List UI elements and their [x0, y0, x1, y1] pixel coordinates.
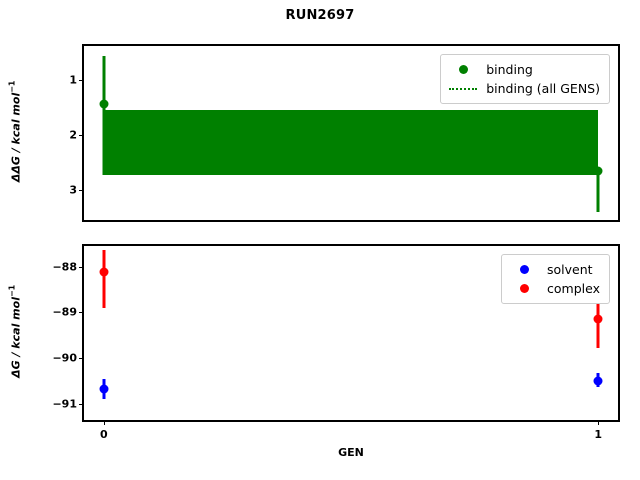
legend-item-complex[interactable]: complex — [509, 279, 600, 298]
data-point-binding — [99, 99, 109, 109]
legend-dotted-line-icon — [448, 87, 478, 90]
data-point-complex — [593, 314, 603, 324]
y-tick-label: −89 — [52, 305, 77, 319]
legend-marker-solvent-icon — [509, 265, 539, 274]
y-tick-mark — [79, 403, 84, 405]
data-point-solvent — [593, 376, 603, 386]
legend-label-binding-all-gens: binding (all GENS) — [486, 81, 600, 96]
error-bar-binding — [102, 56, 106, 176]
legend-label-binding: binding — [486, 62, 533, 77]
x-tick-mark — [598, 420, 600, 425]
bottom-y-axis-label-exponent: −1 — [7, 284, 17, 298]
legend-label-solvent: solvent — [547, 262, 593, 277]
y-tick-label: −90 — [52, 351, 77, 365]
top-plot-area — [84, 46, 618, 220]
top-y-axis-label-text: ΔΔG / kcal mol — [9, 92, 23, 183]
legend-item-binding[interactable]: binding — [448, 60, 600, 79]
data-point-binding — [593, 166, 603, 176]
legend-marker-complex-icon — [509, 284, 539, 293]
legend-marker-binding-icon — [448, 65, 478, 74]
x-tick-label: 1 — [594, 428, 603, 441]
data-point-complex — [99, 267, 109, 277]
bottom-y-axis-label-text: ΔG / kcal mol — [9, 297, 23, 378]
y-tick-label: 2 — [69, 128, 77, 142]
y-tick-mark — [79, 312, 84, 314]
top-axes-binding: ΔΔG / kcal mol−1 3 2 1 binding binding (al… — [8, 44, 620, 222]
bottom-axes-dg: ΔG / kcal mol−1 −88 −89 −90 −91 0 1 GEN solv… — [8, 244, 620, 459]
x-tick-label: 0 — [99, 428, 108, 441]
y-tick-label: −88 — [52, 260, 77, 274]
top-legend[interactable]: binding binding (all GENS) — [440, 54, 610, 104]
legend-item-binding-all-gens[interactable]: binding (all GENS) — [448, 79, 600, 98]
top-y-axis-label-exponent: −1 — [7, 80, 17, 93]
y-tick-mark — [79, 80, 84, 82]
top-y-axis-label: ΔΔG / kcal mol−1 — [8, 42, 23, 220]
x-axis-label: GEN — [338, 446, 364, 459]
bottom-legend[interactable]: solvent complex — [501, 254, 610, 304]
binding-all-gens-band — [103, 109, 599, 176]
y-tick-mark — [79, 266, 84, 268]
y-tick-label: −91 — [52, 397, 77, 411]
error-bar-complex — [102, 249, 106, 308]
figure-title: RUN2697 — [285, 8, 355, 23]
y-tick-mark — [79, 190, 84, 192]
legend-item-solvent[interactable]: solvent — [509, 260, 600, 279]
data-point-solvent — [99, 384, 109, 394]
error-bar-binding — [596, 170, 600, 213]
y-tick-label: 3 — [69, 183, 77, 197]
y-tick-mark — [79, 358, 84, 360]
x-tick-mark — [103, 420, 105, 425]
y-tick-mark — [79, 135, 84, 137]
bottom-y-axis-label: ΔG / kcal mol−1 — [8, 242, 23, 420]
legend-label-complex: complex — [547, 281, 600, 296]
y-tick-label: 1 — [69, 73, 77, 87]
